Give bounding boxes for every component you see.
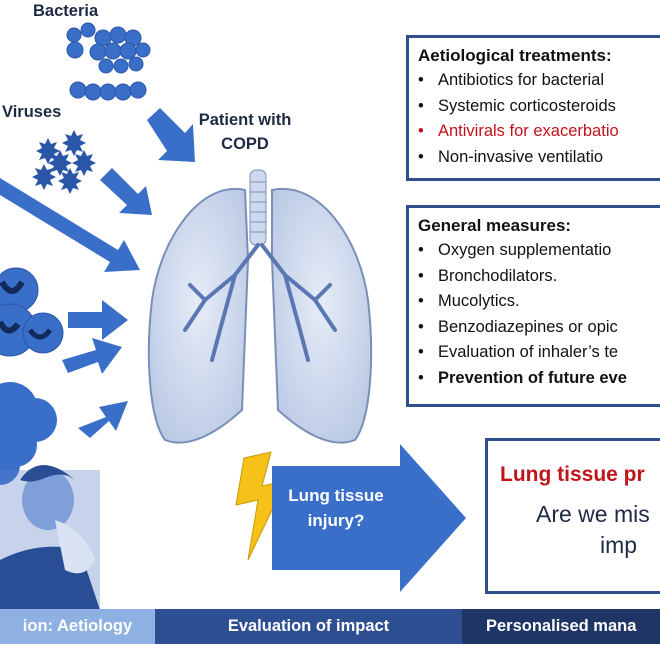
bullet-icon: • [418,368,424,387]
list-item-text: Non-invasive ventilatio [438,147,604,166]
virus-icon [32,130,96,194]
list-item: • Antivirals for exacerbatio [418,119,660,145]
impact-title: Lung tissue pr [500,463,645,486]
aetiological-title: Aetiological treatments: [418,46,612,65]
general-list: •Oxygen supplementatio•Bronchodilators.•… [418,238,660,391]
etiology-arrows [0,108,195,438]
impact-question-cont: imp [600,532,638,558]
bullet-icon: • [418,266,424,285]
list-item: • Benzodiazepines or opic [418,315,660,341]
viruses-label: Viruses [2,103,62,121]
bullet-icon: • [418,292,424,310]
arrow-text-line: Lung tissue [288,486,384,505]
pollution-cloud-icon [0,382,57,485]
arrow-text: Lung tissue injury? [280,483,392,533]
list-item-text: Antibiotics for bacterial [438,71,604,89]
list-item: • Bronchodilators. [418,264,660,290]
list-item: • Oxygen supplementatio [418,238,660,264]
list-item-text: Prevention of future eve [438,368,627,387]
list-item-text: Evaluation of inhaler’s te [438,343,619,361]
list-item: • Mucolytics. [418,289,660,315]
bacteria-icon [66,22,151,101]
bacteria-label: Bacteria [33,2,99,20]
bullet-icon: • [418,96,424,115]
lungs-icon [147,169,373,444]
list-item-text: Antivirals for exacerbatio [438,122,619,140]
injury-arrow [272,444,466,592]
bullet-icon: • [418,343,424,361]
bar-evaluation: Evaluation of impact [155,609,462,644]
bullet-icon: • [418,241,424,259]
bar-aetiology: ion: Aetiology [0,609,155,644]
bullet-icon: • [418,122,424,140]
list-item: • Evaluation of inhaler’s te [418,340,660,366]
aetiological-list: • Antibiotics for bacterial • Systemic cort… [418,68,660,170]
list-item-text: Oxygen supplementatio [438,241,612,259]
list-item: • Systemic corticosteroids [418,94,660,120]
list-item: • Non-invasive ventilatio [418,145,660,171]
bullet-icon: • [418,71,424,89]
arrow-text-line: injury? [307,511,365,530]
immune-cells-icon [0,267,64,357]
list-item: • Prevention of future eve [418,366,660,392]
list-item-text: Benzodiazepines or opic [438,317,618,336]
impact-box: Lung tissue pr Are we mis imp [485,438,660,594]
list-item-text: Systemic corticosteroids [438,96,616,115]
impact-question: Are we mis [536,501,650,527]
coughing-woman-icon [0,465,100,610]
general-measures-box: General measures: • Oxygen supplementatio… [406,205,660,407]
bar-personalised: Personalised mana [462,609,660,644]
bullet-icon: • [418,317,424,336]
aetiological-treatments-box: Aetiological treatments: • Antibiotics fo… [406,35,660,181]
bullet-icon: • [418,147,424,166]
lightning-icon [235,451,287,561]
list-item: • Antibiotics for bacterial [418,68,660,94]
list-item-text: Mucolytics. [438,292,520,310]
list-item-text: Bronchodilators. [438,266,558,285]
patient-label: Patient with COPD [198,111,292,153]
general-title: General measures: [418,216,572,235]
